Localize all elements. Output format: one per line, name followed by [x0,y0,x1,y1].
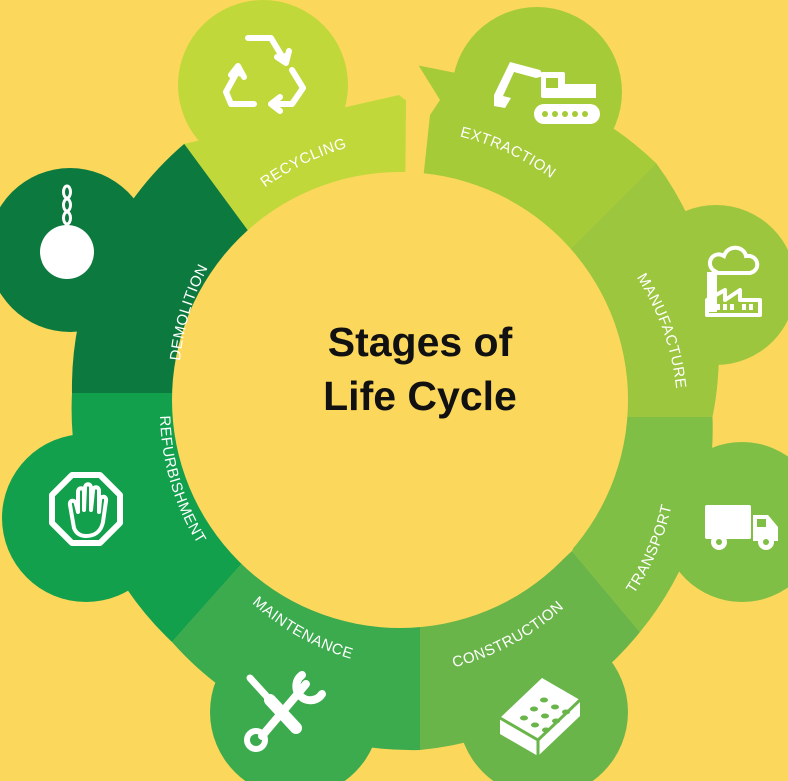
bubble-recycling [178,0,348,170]
brick-icon [499,678,582,756]
bubble-maintenance [210,627,380,781]
center-title-line-2: Life Cycle [323,373,517,419]
wrecking-ball-icon [40,184,94,279]
excavator-icon [494,62,600,124]
factory-icon [705,245,762,317]
recycle-icon [223,35,306,114]
center-disc [172,172,628,628]
center-title-line-1: Stages of [328,319,513,365]
tools-icon [244,671,326,752]
stop-hand-icon [49,472,123,546]
bubble-extraction [452,7,622,177]
bubble-refurbishment [2,434,170,602]
truck-icon [705,505,778,550]
